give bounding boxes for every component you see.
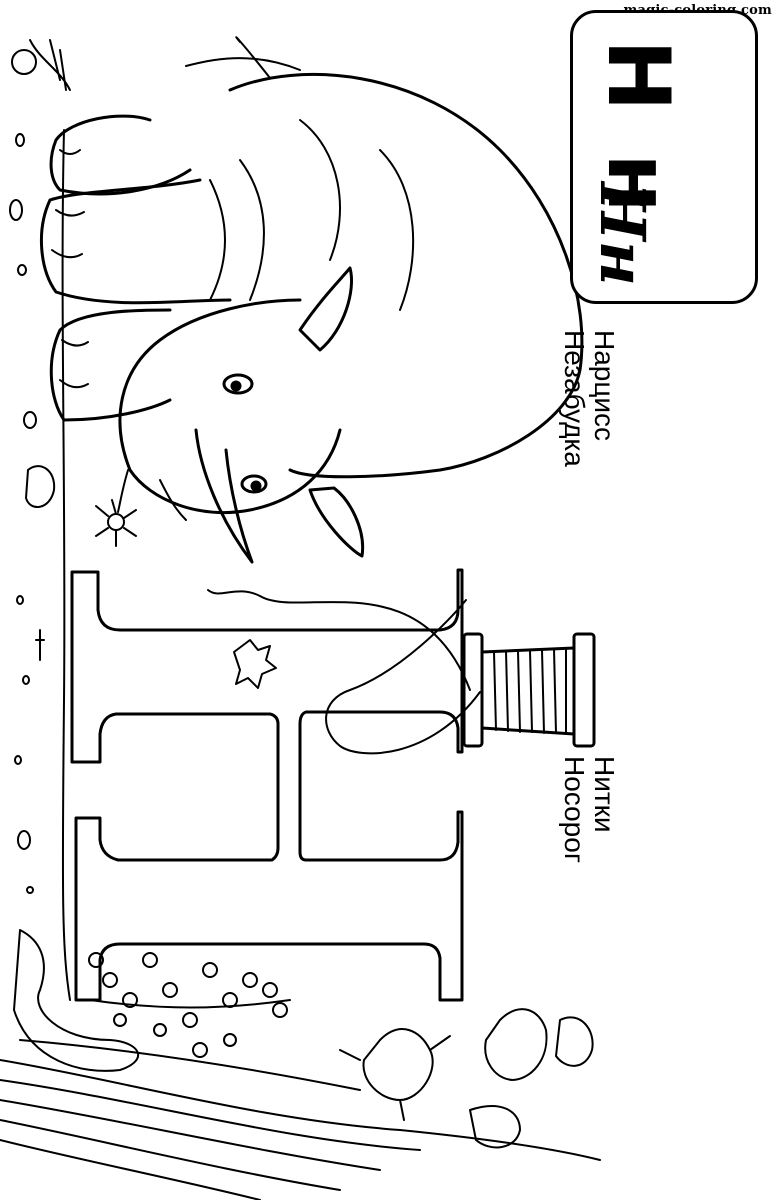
thread-spool-drawing xyxy=(207,589,596,755)
word-threads: Нитки xyxy=(589,756,620,833)
letter-card xyxy=(570,10,758,304)
letter-n-outline xyxy=(70,568,464,1002)
leaf-curl-drawing xyxy=(13,929,140,1072)
word-forget-me-not: Незабудка xyxy=(559,330,590,467)
daisy-drawing xyxy=(95,469,137,547)
word-rhinoceros: Носорог xyxy=(559,756,590,864)
narcissus-drawing xyxy=(339,1008,594,1149)
rhinoceros-drawing xyxy=(40,36,584,564)
grass-drawing xyxy=(0,1039,601,1200)
letter-card-script: Нн xyxy=(586,182,659,286)
pebbles-drawing xyxy=(9,133,56,894)
weed-drawing xyxy=(29,39,71,91)
maple-leaf-drawing xyxy=(233,639,277,689)
word-narcissus: Нарцисс xyxy=(589,330,620,442)
forget-me-not-drawing xyxy=(88,952,291,1058)
ground-line xyxy=(61,129,71,1001)
